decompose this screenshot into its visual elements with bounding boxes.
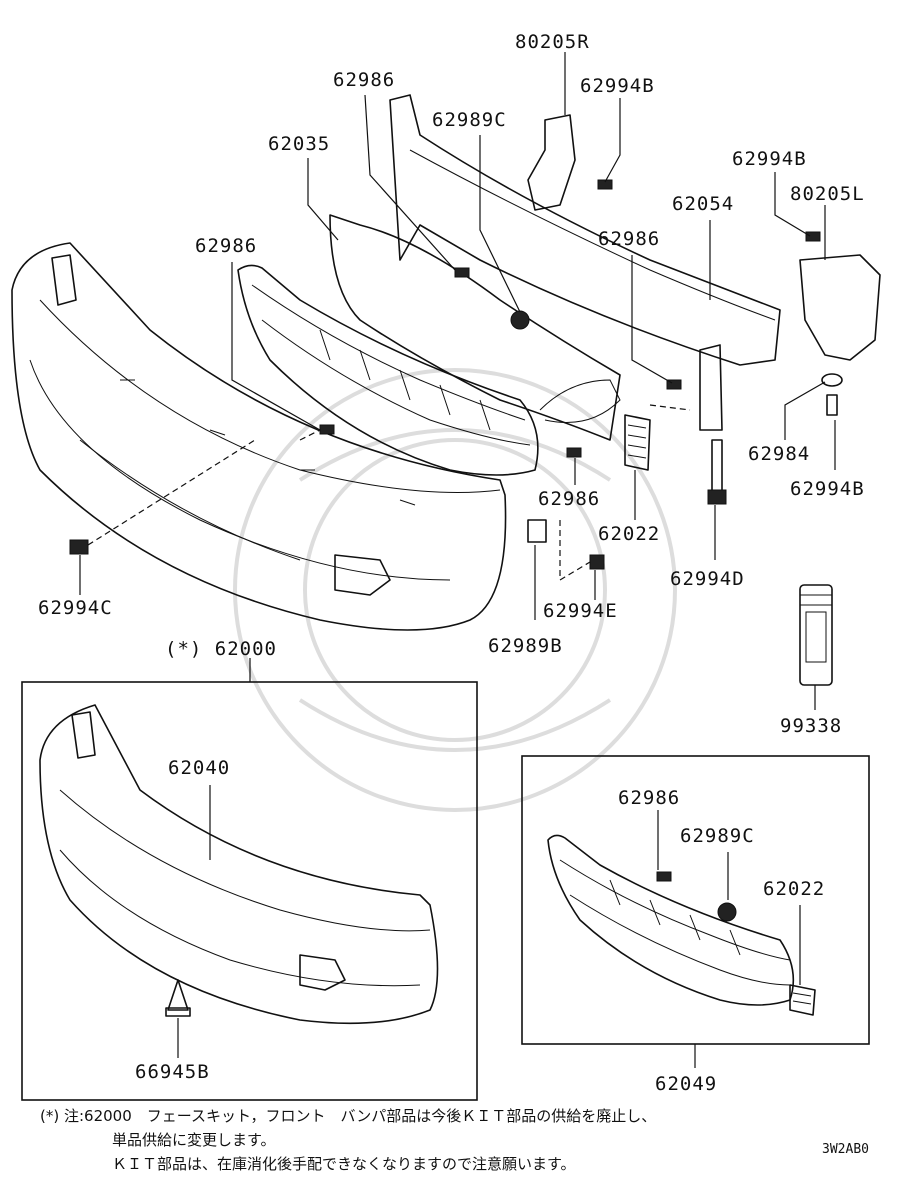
bumper-brackets — [527, 114, 881, 361]
label-62994E: 62994E — [543, 600, 618, 622]
label-62984: 62984 — [748, 443, 810, 465]
label-62994B-right: 62994B — [732, 148, 807, 170]
label-80205R: 80205R — [515, 31, 590, 53]
label-62989B: 62989B — [488, 635, 563, 657]
label-62986-top: 62986 — [333, 69, 395, 91]
grille-62049-assy — [547, 834, 816, 1016]
label-62986-left: 62986 — [195, 235, 257, 257]
label-66945B: 66945B — [135, 1061, 210, 1083]
label-62994B-low: 62994B — [790, 478, 865, 500]
leader-lines — [79, 52, 836, 710]
front-bumper-cover — [11, 242, 507, 631]
watermark — [233, 368, 677, 812]
label-62986-box: 62986 — [618, 787, 680, 809]
label-80205L: 80205L — [790, 183, 865, 205]
label-62000: (*) 62000 — [165, 638, 277, 660]
label-62994C: 62994C — [38, 597, 113, 619]
label-62040: 62040 — [168, 757, 230, 779]
bumper-cover-62040 — [39, 704, 439, 1025]
label-62994D: 62994D — [670, 568, 745, 590]
note-line-1: (*) 注:62000 フェースキット，フロント バンパ部品は今後ＫＩＴ部品の供… — [40, 1107, 657, 1125]
clip-66945B — [165, 979, 191, 1017]
label-62049: 62049 — [655, 1073, 717, 1095]
note-line-2: 単品供給に変更します。 — [112, 1131, 276, 1149]
label-62035: 62035 — [268, 133, 330, 155]
label-62022-main: 62022 — [598, 523, 660, 545]
diagram-code: 3W2AB0 — [822, 1142, 869, 1157]
fasteners — [69, 179, 843, 570]
note-line-3: ＫＩＴ部品は、在庫消化後手配できなくなりますので注意願います。 — [112, 1155, 576, 1173]
label-62989C-box: 62989C — [680, 825, 755, 847]
grille-62049-box — [521, 755, 870, 1045]
touch-up-paint-bottle — [799, 584, 833, 686]
label-62986-low: 62986 — [538, 488, 600, 510]
label-99338: 99338 — [780, 715, 842, 737]
label-62054: 62054 — [672, 193, 734, 215]
label-62994B-top: 62994B — [580, 75, 655, 97]
bumper-beam — [389, 94, 781, 431]
upper-grille — [237, 264, 539, 476]
label-62022-box: 62022 — [763, 878, 825, 900]
label-62989C-top: 62989C — [432, 109, 507, 131]
label-62986-mid: 62986 — [598, 228, 660, 250]
